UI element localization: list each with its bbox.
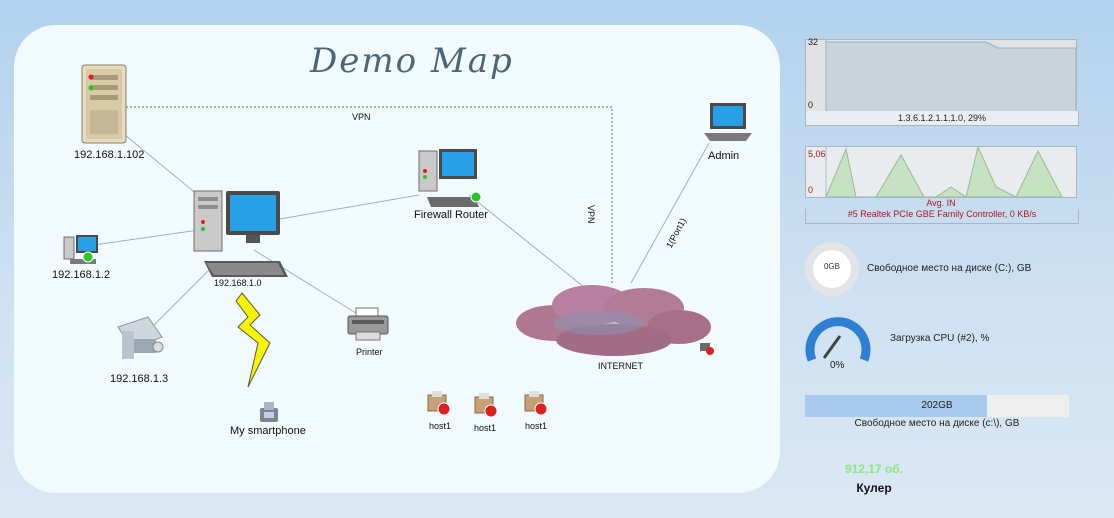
net-traffic-chart[interactable]: 5,06 0 bbox=[805, 145, 1077, 198]
server-label: 192.168.1.102 bbox=[74, 149, 145, 161]
desktop-pc-icon[interactable] bbox=[193, 190, 288, 277]
disk-bar-caption: Свободное место на диске (c:\), GB bbox=[854, 418, 1020, 429]
disk-c-ring[interactable] bbox=[804, 241, 860, 297]
host-icon[interactable] bbox=[427, 391, 451, 416]
host-label-3: host1 bbox=[525, 421, 548, 431]
link-server-pc[interactable] bbox=[118, 129, 205, 201]
cpu-history-ymin: 0 bbox=[808, 100, 814, 110]
vpn-vertical-label: VPN bbox=[586, 205, 596, 224]
cpu-gauge-value: 0% bbox=[830, 360, 845, 371]
firewall-label: Firewall Router bbox=[414, 209, 488, 221]
cpu-history-chart[interactable]: 32 0 bbox=[805, 37, 1077, 113]
phone-label: My smartphone bbox=[230, 425, 306, 437]
link-admin-internet[interactable] bbox=[630, 142, 710, 284]
cooler-value: 912,17 об. bbox=[844, 462, 904, 476]
admin-label: Admin bbox=[708, 150, 740, 162]
link-pc-printer[interactable] bbox=[253, 249, 360, 316]
map-title: Demo Map bbox=[310, 41, 514, 81]
wireless-link-icon[interactable] bbox=[235, 292, 271, 388]
alert-status-icon[interactable] bbox=[700, 343, 714, 355]
disk-bar-fill bbox=[805, 395, 988, 417]
firewall-router-icon[interactable] bbox=[418, 149, 482, 207]
phone-icon[interactable] bbox=[260, 402, 278, 422]
cpu-gauge-caption: Загрузка CPU (#2), % bbox=[890, 333, 990, 344]
network-links bbox=[63, 64, 752, 422]
cpu-history-area bbox=[825, 40, 1077, 113]
cooler-caption: Кулер bbox=[856, 481, 892, 495]
cpu-gauge-needle bbox=[822, 335, 842, 359]
server-icon[interactable] bbox=[81, 64, 127, 144]
disk-c-value: 0GB bbox=[823, 262, 840, 271]
plotter-icon[interactable] bbox=[117, 316, 164, 359]
link-pc-small-pc[interactable] bbox=[93, 229, 200, 246]
disk-c-caption: Свободное место на диске (C:), GB bbox=[867, 263, 1032, 274]
pc-small-label: 192.168.1.2 bbox=[52, 269, 111, 281]
cpu-history-caption: 1.3.6.1.2.1.1.1.0, 29% bbox=[805, 111, 1079, 126]
small-pc-icon[interactable] bbox=[63, 235, 98, 264]
link-firewall-internet[interactable] bbox=[468, 194, 585, 288]
cpu-gauge[interactable] bbox=[802, 304, 874, 372]
cpu-history-ymax: 32 bbox=[808, 37, 819, 47]
printer-icon[interactable] bbox=[347, 307, 389, 341]
link-vpn[interactable] bbox=[126, 106, 613, 283]
host-icon[interactable] bbox=[524, 391, 548, 416]
disk-bar[interactable]: 202GB bbox=[805, 395, 1069, 417]
pc-main-label: 192.168.1.0 bbox=[214, 278, 262, 288]
map-panel: Demo Map VPN VPN 1(Port1) 192.168.1.102 … bbox=[14, 25, 780, 493]
internet-label: INTERNET bbox=[598, 361, 643, 371]
net-traffic-ymax: 5,06 bbox=[808, 149, 826, 159]
disk-bar-value: 202GB bbox=[921, 400, 953, 411]
printer-label: Printer bbox=[356, 347, 383, 357]
host-label-2: host1 bbox=[474, 423, 497, 433]
host-label-1: host1 bbox=[429, 421, 452, 431]
net-traffic-ymin: 0 bbox=[808, 185, 814, 195]
vpn-label: VPN bbox=[352, 112, 371, 122]
laptop-icon[interactable] bbox=[704, 103, 752, 141]
link-pc-firewall[interactable] bbox=[273, 194, 420, 221]
host-icon[interactable] bbox=[474, 393, 498, 418]
net-traffic-series-label: Avg. IN bbox=[926, 198, 956, 208]
plotter-label: 192.168.1.3 bbox=[110, 373, 169, 385]
internet-cloud-icon[interactable] bbox=[516, 285, 711, 356]
net-traffic-caption: #5 Realtek PCIe GBE Family Controller, 0… bbox=[805, 209, 1079, 224]
link-plotter-pc[interactable] bbox=[153, 269, 210, 326]
net-traffic-area bbox=[825, 145, 1063, 198]
